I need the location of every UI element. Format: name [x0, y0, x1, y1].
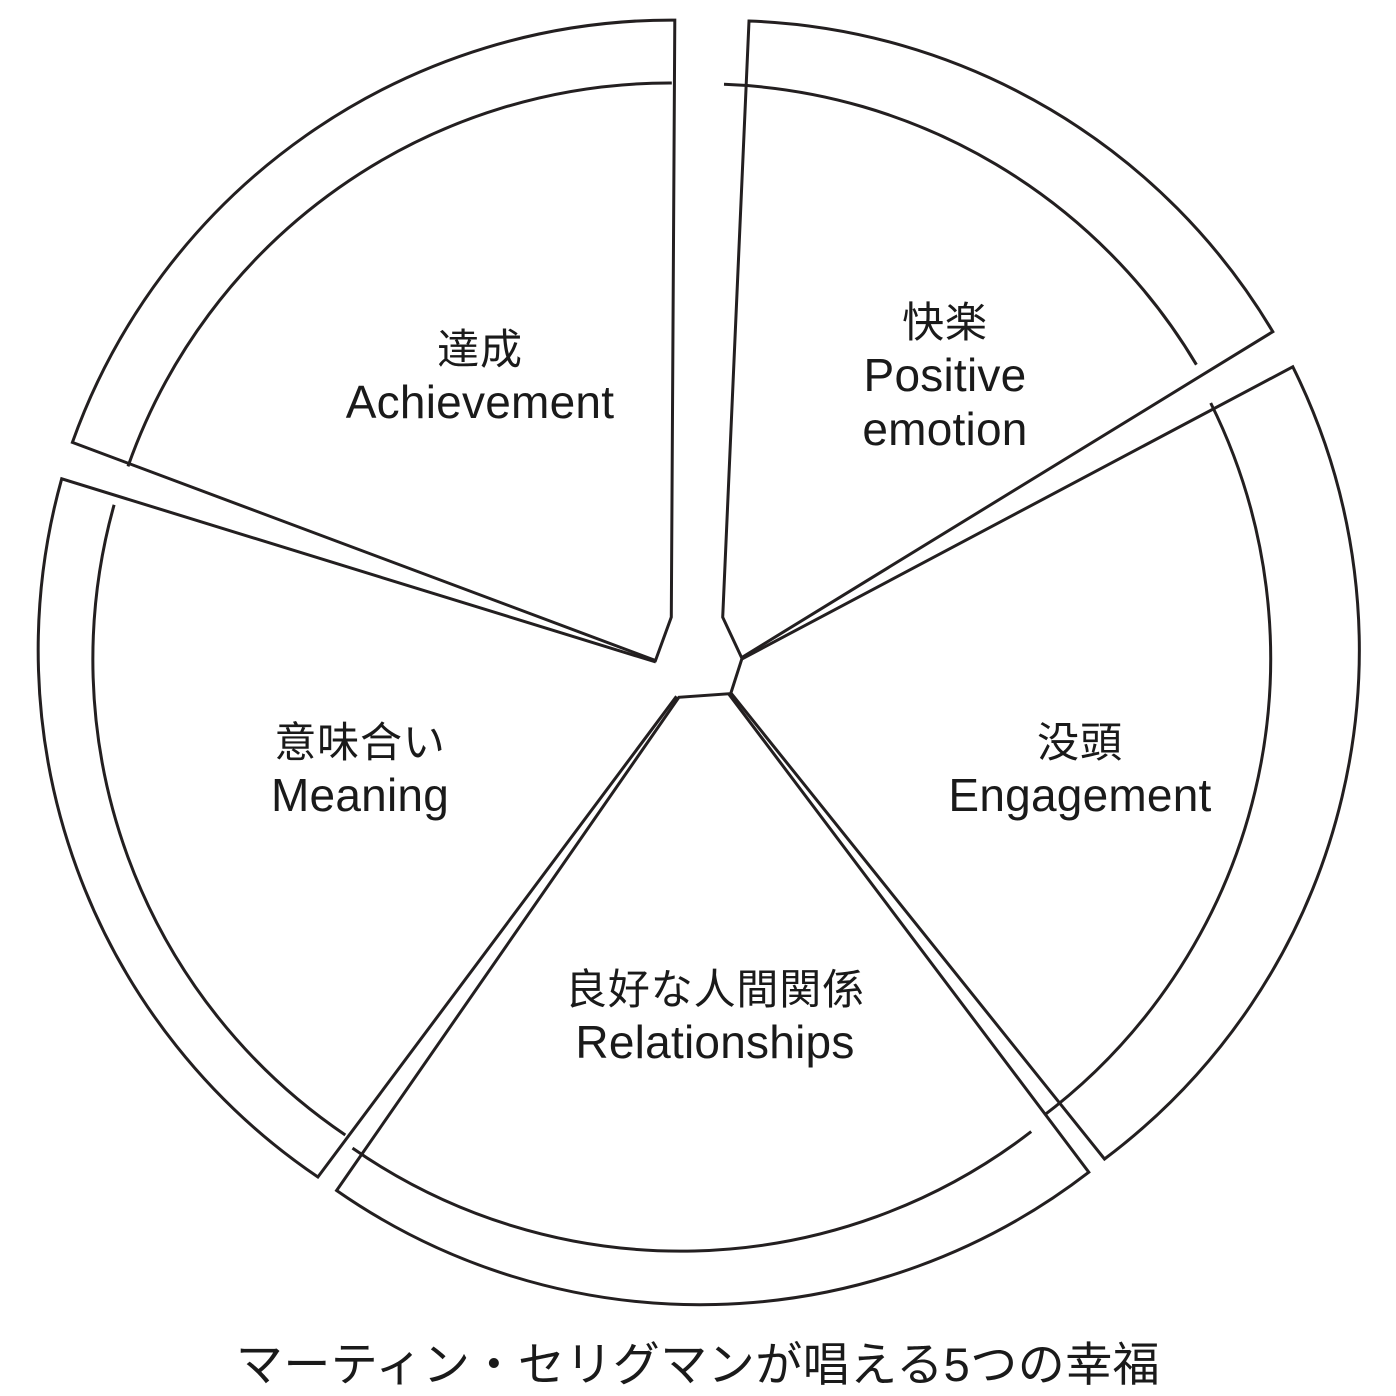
- wedge-engagement[interactable]: [729, 364, 1361, 1162]
- diagram-caption: マーティン・セリグマンが唱える5つの幸福: [235, 1338, 1161, 1391]
- wedge-relationships-inner-arc: [351, 1130, 1033, 1253]
- wedge-achievement-body[interactable]: [70, 18, 677, 663]
- wedge-engagement-inner-arc: [1039, 402, 1273, 1119]
- wedge-relationships-body[interactable]: [334, 692, 1091, 1307]
- wedge-meaning-body[interactable]: [36, 476, 678, 1180]
- wedge-engagement-body[interactable]: [729, 364, 1361, 1162]
- wedge-positive-emotion[interactable]: [721, 19, 1275, 660]
- wedge-meaning-inner-arc: [91, 504, 347, 1137]
- wedge-meaning[interactable]: [36, 476, 678, 1180]
- wedge-achievement-inner-arc: [126, 81, 672, 467]
- wedge-positive-emotion-inner-arc: [723, 82, 1198, 366]
- wedge-positive-emotion-body[interactable]: [721, 19, 1275, 660]
- wedge-achievement[interactable]: [70, 18, 677, 663]
- wedge-relationships[interactable]: [334, 692, 1091, 1307]
